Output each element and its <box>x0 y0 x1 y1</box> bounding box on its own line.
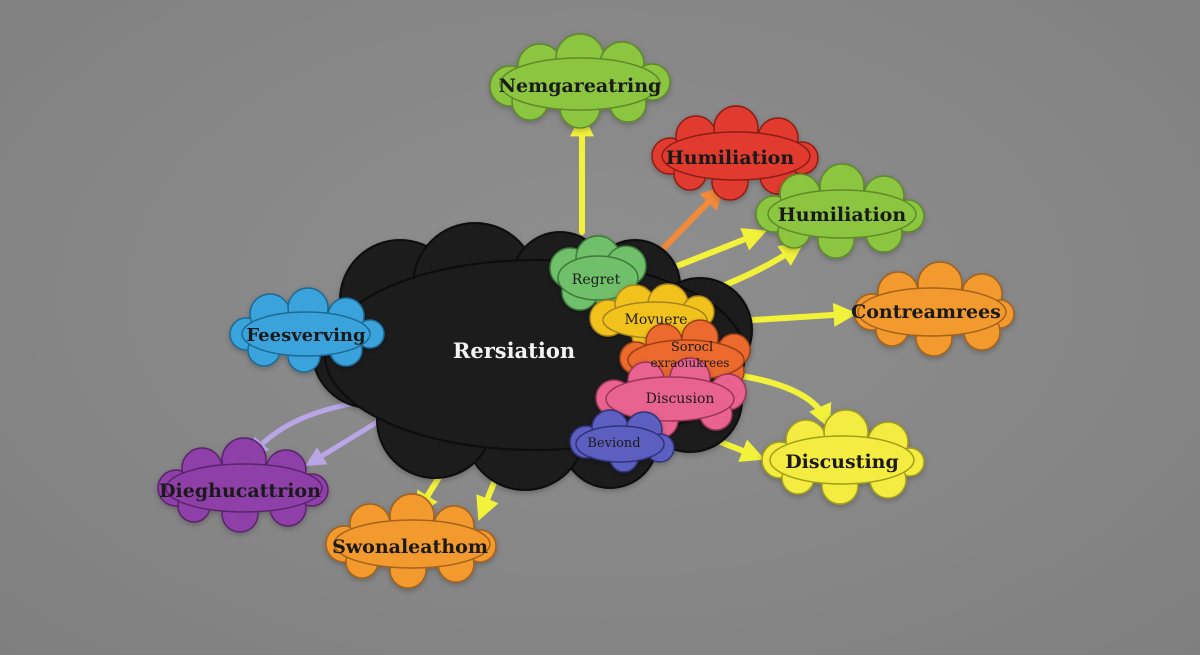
outer-label-dieghucattrion: Dieghucattrion <box>159 480 321 502</box>
outer-label-nemgareatring: Nemgareatring <box>499 75 662 97</box>
outer-label-feesverving: Feesverving <box>246 325 366 346</box>
inner-cloud-beviond <box>569 409 675 473</box>
arrow-to-dieghucattrion-1 <box>248 399 367 458</box>
outer-label-contreamrees: Contreamrees <box>851 301 1001 323</box>
inner-cloud-movuere <box>589 283 715 354</box>
outer-label-humiliation-green: Humiliation <box>778 204 907 226</box>
arrow-to-dieghucattrion-2 <box>305 415 387 467</box>
inner-label-beviond: Beviond <box>587 436 640 451</box>
outer-cloud-feesverving <box>229 287 385 373</box>
center-label: Rersiation <box>453 338 575 363</box>
outer-cloud-swonaleathom <box>325 493 497 589</box>
outer-label-discusting: Discusting <box>785 451 899 473</box>
outer-label-swonaleathom: Swonaleathom <box>332 536 488 558</box>
arrow-to-humiliation-red <box>657 185 725 255</box>
arrow-to-discusting <box>739 373 832 429</box>
inner-label-exraoiukrees: exraoiukrees <box>651 356 730 370</box>
outer-cloud-discusting <box>761 409 925 505</box>
inner-label-sorocl: Sorocl <box>671 340 713 355</box>
inner-label-movuere: Movuere <box>625 312 688 328</box>
outer-cloud-humiliation-green <box>755 163 925 259</box>
outer-label-humiliation-red: Humiliation <box>666 147 795 169</box>
outer-cloud-contreamrees <box>853 261 1015 357</box>
outer-cloud-nemgareatring <box>489 33 671 129</box>
inner-cloud-discusion <box>595 357 747 439</box>
arrow-to-humiliation-green <box>659 228 767 275</box>
outer-cloud-dieghucattrion <box>157 437 329 533</box>
inner-label-discusion: Discusion <box>646 391 715 407</box>
inner-label-regret: Regret <box>572 272 621 288</box>
